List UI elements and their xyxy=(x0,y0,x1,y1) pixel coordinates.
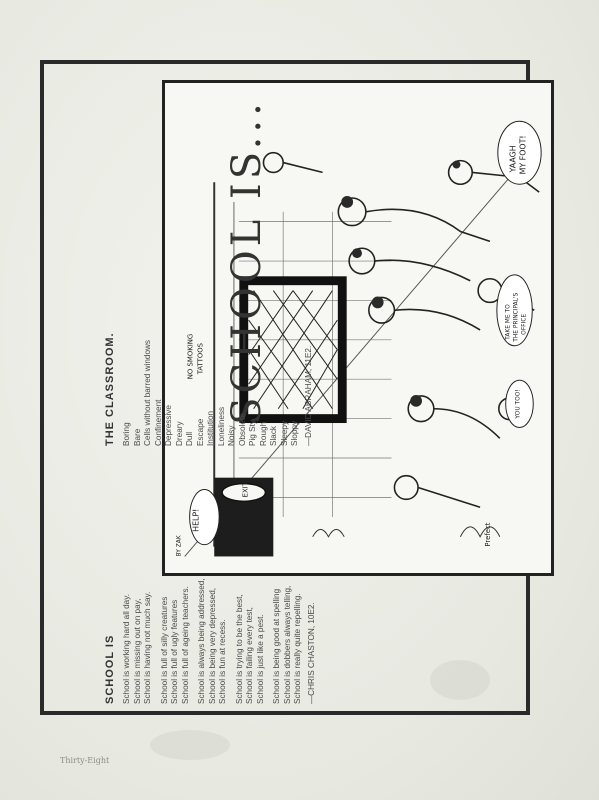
poem-heading: SCHOOL IS xyxy=(104,634,116,704)
poem-line: School is fun at recess. xyxy=(218,619,227,704)
poem-line: Rough xyxy=(258,421,268,446)
poem-line: Boring xyxy=(122,422,131,446)
poem-line: Depressive xyxy=(164,405,173,446)
poem-line: School is just like a pest. xyxy=(255,614,265,704)
poems-rotated: SCHOOL IS School is working hard all day… xyxy=(104,64,364,704)
svg-text:YOU TOO!: YOU TOO! xyxy=(515,389,521,419)
poem-line: Dull xyxy=(185,431,194,446)
svg-text:HELP!: HELP! xyxy=(191,509,200,532)
poem-line: Sloppy xyxy=(290,420,299,446)
poem-line: School is trying to be the best, xyxy=(234,594,244,704)
poem-line: Sleepy xyxy=(279,420,289,446)
svg-text:TATTOOS: TATTOOS xyxy=(196,343,204,375)
poem-line: School is dobbers always telling, xyxy=(282,585,292,704)
poem-line: Loneliness xyxy=(216,406,226,446)
poem-line: Dreary xyxy=(174,421,184,446)
svg-text:THE PRINCIPAL'S: THE PRINCIPAL'S xyxy=(514,292,520,342)
poem-line: School is always being addressed, xyxy=(197,578,206,704)
cartoon-illustration: HELP! YAAGH MY FOOT! TAKE ME TO THE PRIN… xyxy=(162,80,554,576)
page-number: Thirty-Eight xyxy=(60,756,110,765)
poem-line: School is really quite repelling. xyxy=(293,593,302,704)
poem-line: School is being good at spelling xyxy=(272,588,281,704)
paper-smudge xyxy=(430,660,490,700)
poem-school-is: SCHOOL IS School is working hard all day… xyxy=(104,578,316,704)
page-frame: HELP! YAAGH MY FOOT! TAKE ME TO THE PRIN… xyxy=(40,60,554,715)
poem-line: Cells without barred windows xyxy=(143,339,152,446)
poem-line: School is full of silly creatures xyxy=(159,596,169,704)
poem-line: School is full of ageing teachers. xyxy=(180,586,190,704)
poem-line: School is working hard all day. xyxy=(122,594,131,704)
poem-line: School is being very depressed, xyxy=(207,587,217,704)
svg-text:NO SMOKING: NO SMOKING xyxy=(187,334,195,379)
svg-text:OFFICE: OFFICE xyxy=(521,314,527,335)
poem-lines: School is working hard all day.School is… xyxy=(122,578,304,704)
poem-line: School is failing every test, xyxy=(245,607,254,704)
svg-text:Prefect: Prefect xyxy=(484,522,492,546)
svg-text:MY FOOT!: MY FOOT! xyxy=(518,135,527,174)
poem-line: Pig Sty xyxy=(248,420,257,446)
svg-text:BY ZAK: BY ZAK xyxy=(177,535,183,556)
poem-line: Bare xyxy=(132,428,142,446)
cartoon-drawing: HELP! YAAGH MY FOOT! TAKE ME TO THE PRIN… xyxy=(177,120,542,557)
poem-credit: —DAVID ABRAHAM, 11E2. xyxy=(303,345,313,446)
svg-text:TAKE ME TO: TAKE ME TO xyxy=(506,304,512,341)
svg-text:EXIT: EXIT xyxy=(242,481,250,497)
paper-smudge xyxy=(150,730,230,760)
poem-line: Confinement xyxy=(153,399,163,446)
poem-line: School is missing out on pay, xyxy=(132,598,142,704)
poem-line: Escape xyxy=(195,418,205,446)
poem-line: Institution xyxy=(206,410,215,446)
poem-line: Noisy xyxy=(227,425,236,446)
poem-line: School is having not much say. xyxy=(143,591,152,704)
poem-credit: —CHRIS CHASTON, 10E2. xyxy=(306,602,316,704)
svg-text:YAAGH: YAAGH xyxy=(509,145,518,173)
poem-heading: THE CLASSROOM. xyxy=(104,332,116,446)
poem-line: Slack xyxy=(269,425,278,446)
poem-line: School is full of ugly features xyxy=(170,599,179,704)
poem-line: Obsolete xyxy=(237,413,247,446)
